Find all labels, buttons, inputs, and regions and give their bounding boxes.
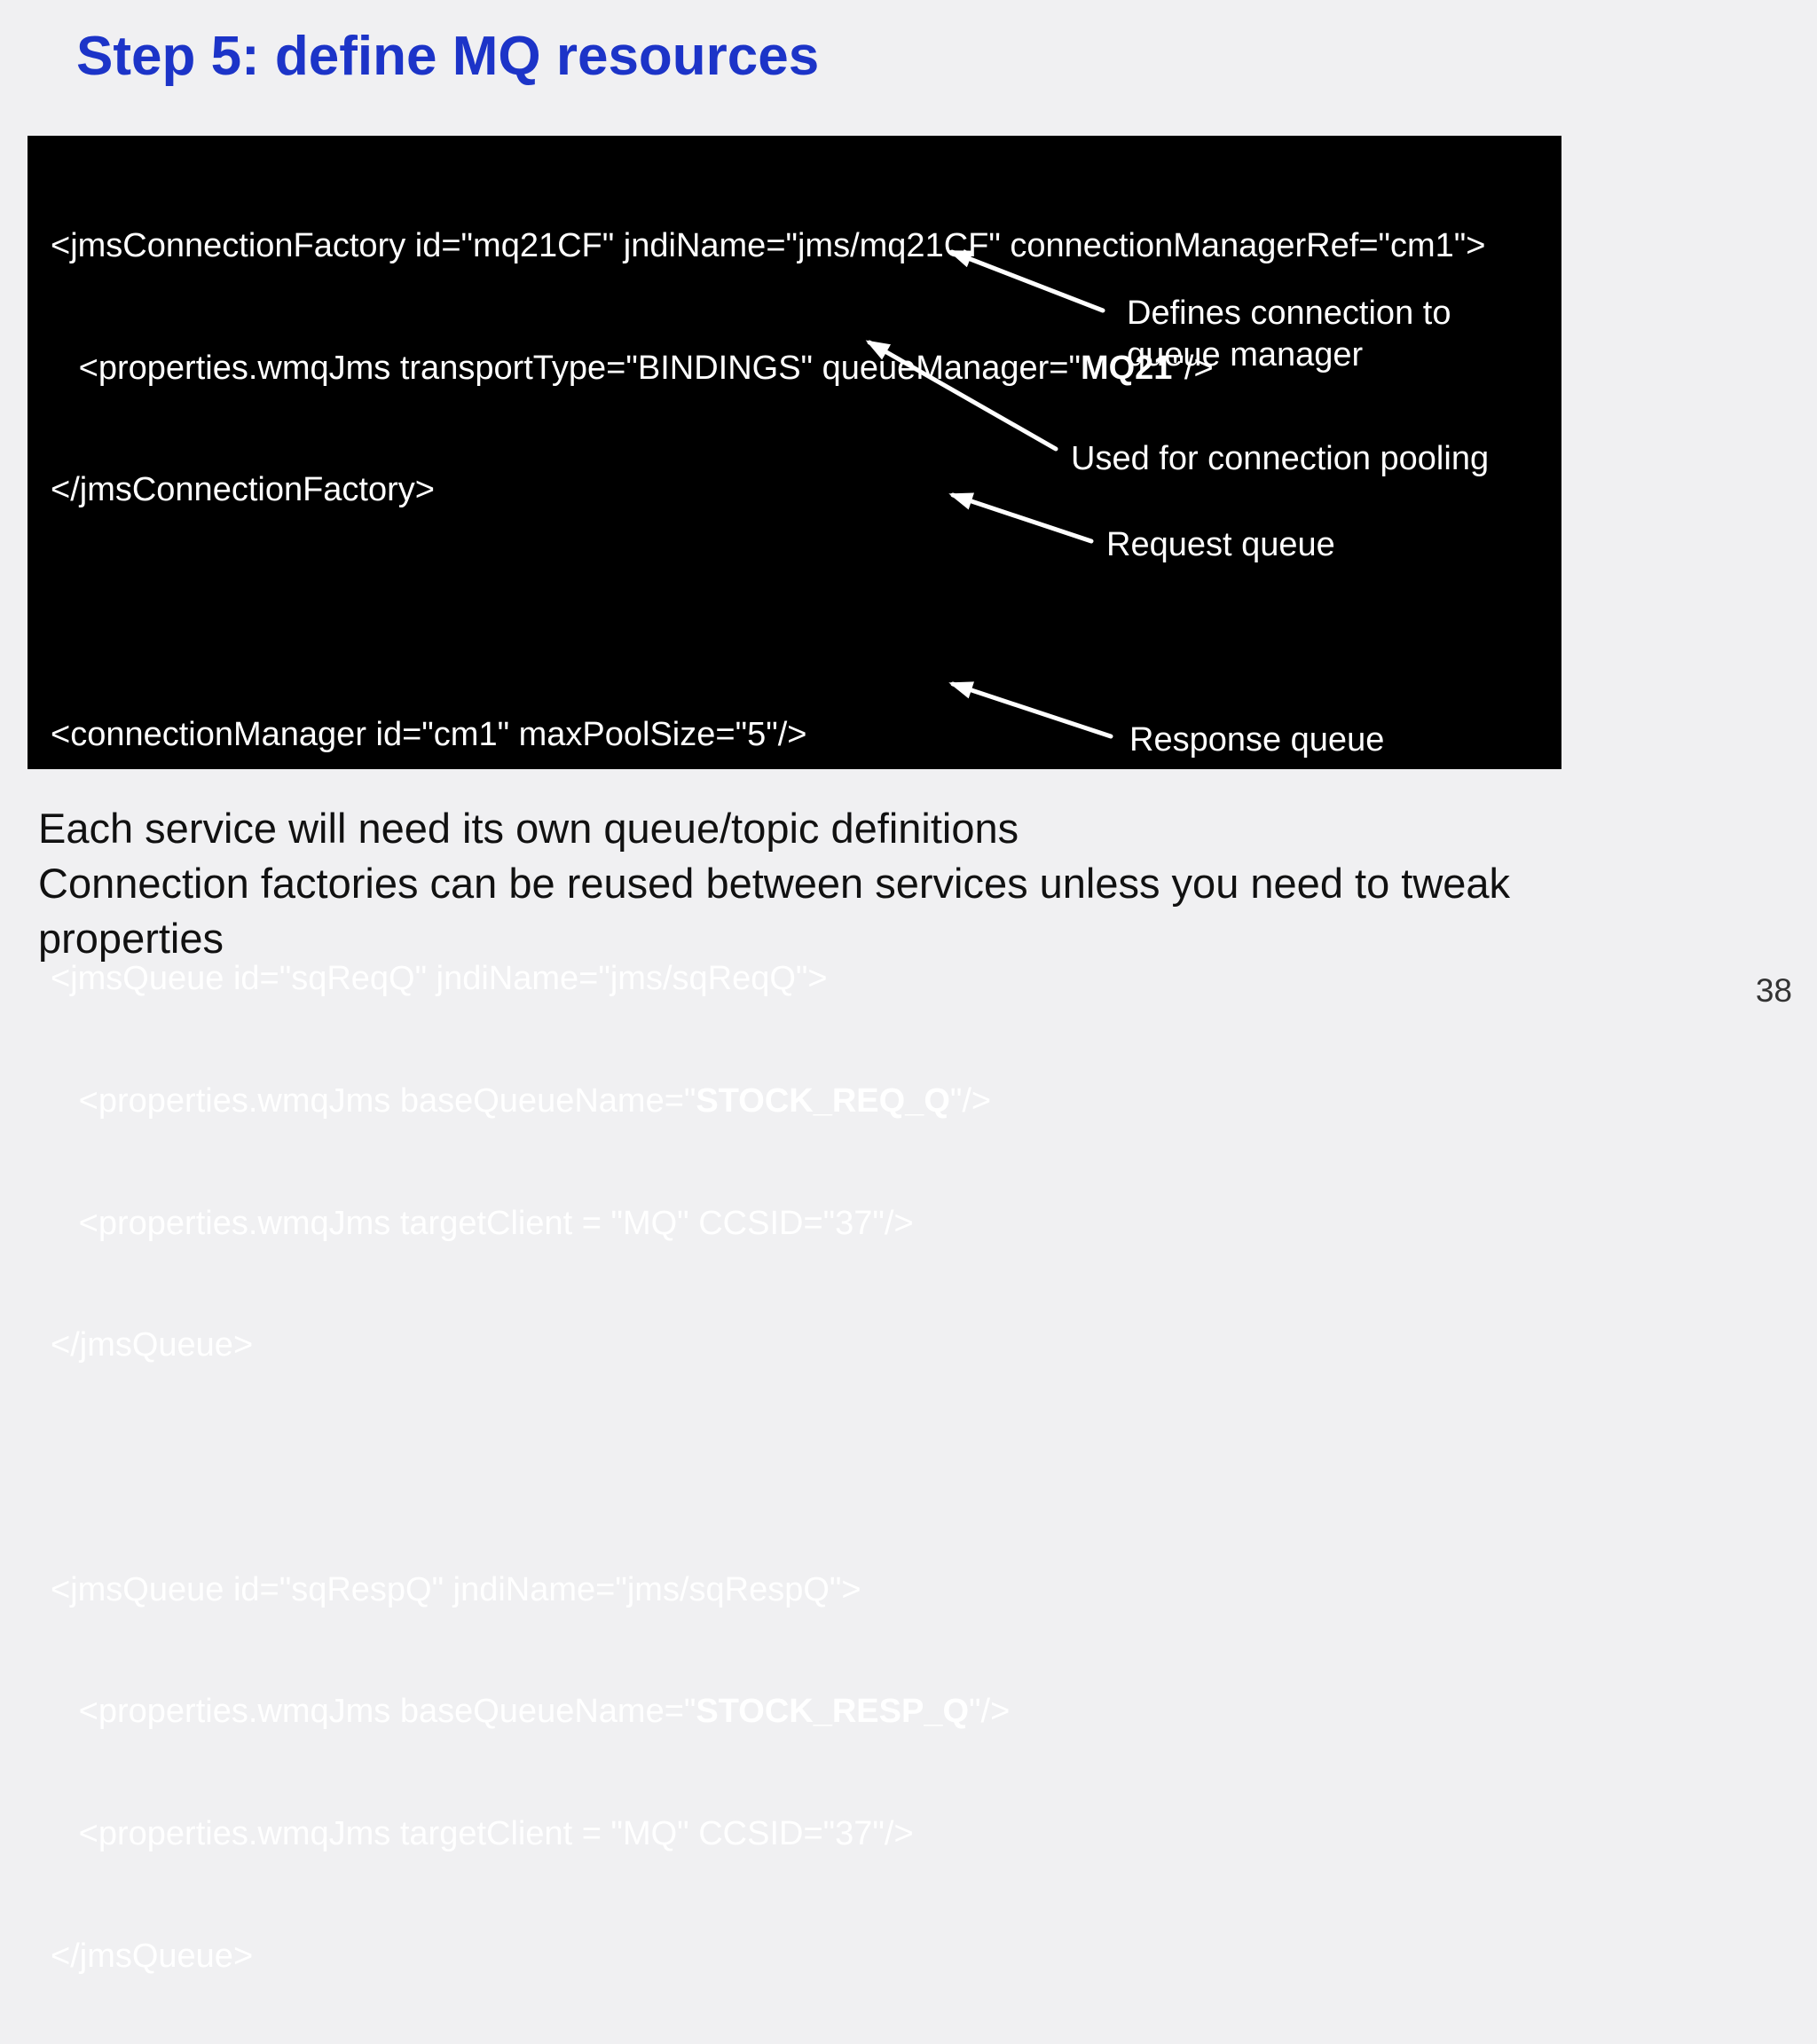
code-line: <properties.wmqJms targetClient = "MQ" C… (51, 1204, 1554, 1245)
footer-line-2: Connection factories can be reused betwe… (38, 860, 1511, 907)
code-line: <jmsQueue id="sqReqQ" jndiName="jms/sqRe… (51, 959, 1554, 1000)
code-text-segment: "/> (1172, 349, 1214, 387)
code-line: </jmsConnectionFactory> (51, 470, 1554, 511)
footer-line-3: properties (38, 915, 224, 962)
code-text-segment: <properties.wmqJms transportType="BINDIN… (51, 349, 1081, 387)
page-number: 38 (1755, 972, 1792, 1009)
code-line: <properties.wmqJms baseQueueName="STOCK_… (51, 1692, 1554, 1733)
code-lines: <jmsConnectionFactory id="mq21CF" jndiNa… (28, 136, 1561, 2044)
code-bold-segment: MQ21 (1080, 349, 1173, 387)
code-text-segment: <jmsQueue id="sqRespQ" jndiName="jms/sqR… (51, 1570, 861, 1608)
code-line: <properties.wmqJms baseQueueName="STOCK_… (51, 1081, 1554, 1122)
annotation-defines-connection: Defines connection to queue manager (1127, 293, 1451, 376)
slide: Step 5: define MQ resources <jmsConnecti… (28, 26, 1792, 1975)
code-text-segment: <connectionManager id="cm1" maxPoolSize=… (51, 715, 807, 753)
code-bold-segment: STOCK_REQ_Q (696, 1081, 950, 1120)
code-text-segment: <jmsQueue id="sqReqQ" jndiName="jms/sqRe… (51, 960, 828, 998)
code-text-segment: <jmsConnectionFactory id="mq21CF" jndiNa… (51, 226, 1486, 264)
annotation-request-queue: Request queue (1106, 526, 1335, 563)
code-text-segment: <properties.wmqJms baseQueueName=" (51, 1081, 696, 1120)
code-text-segment: <properties.wmqJms baseQueueName=" (51, 1693, 696, 1731)
code-text-segment: <properties.wmqJms targetClient = "MQ" C… (51, 1204, 914, 1242)
code-text-segment: </jmsQueue> (51, 1326, 254, 1364)
annotation-line: Defines connection to (1127, 295, 1451, 332)
page-title: Step 5: define MQ resources (76, 26, 820, 87)
code-text-segment: "/> (969, 1693, 1011, 1731)
code-line: <jmsQueue id="sqRespQ" jndiName="jms/sqR… (51, 1570, 1554, 1611)
code-text-segment: </jmsConnectionFactory> (51, 471, 435, 509)
code-text-segment: "/> (949, 1081, 992, 1120)
code-line: <properties.wmqJms targetClient = "MQ" C… (51, 1814, 1554, 1855)
annotation-line: queue manager (1127, 336, 1364, 373)
code-line: <jmsConnectionFactory id="mq21CF" jndiNa… (51, 226, 1554, 267)
code-line: <connectionManager id="cm1" maxPoolSize=… (51, 715, 1554, 756)
code-line (51, 593, 1554, 633)
code-line: </jmsQueue> (51, 1325, 1554, 1366)
annotation-response-queue: Response queue (1129, 721, 1385, 759)
code-bold-segment: STOCK_RESP_Q (696, 1693, 970, 1731)
code-text-segment: </jmsQueue> (51, 1937, 254, 1975)
code-line: </jmsQueue> (51, 1937, 1554, 1977)
footer-text: Each service will need its own queue/top… (38, 801, 1510, 966)
footer-line-1: Each service will need its own queue/top… (38, 805, 1019, 852)
code-text-segment: <properties.wmqJms targetClient = "MQ" C… (51, 1815, 914, 1853)
code-line (51, 1448, 1554, 1489)
annotation-connection-pooling: Used for connection pooling (1071, 440, 1490, 477)
